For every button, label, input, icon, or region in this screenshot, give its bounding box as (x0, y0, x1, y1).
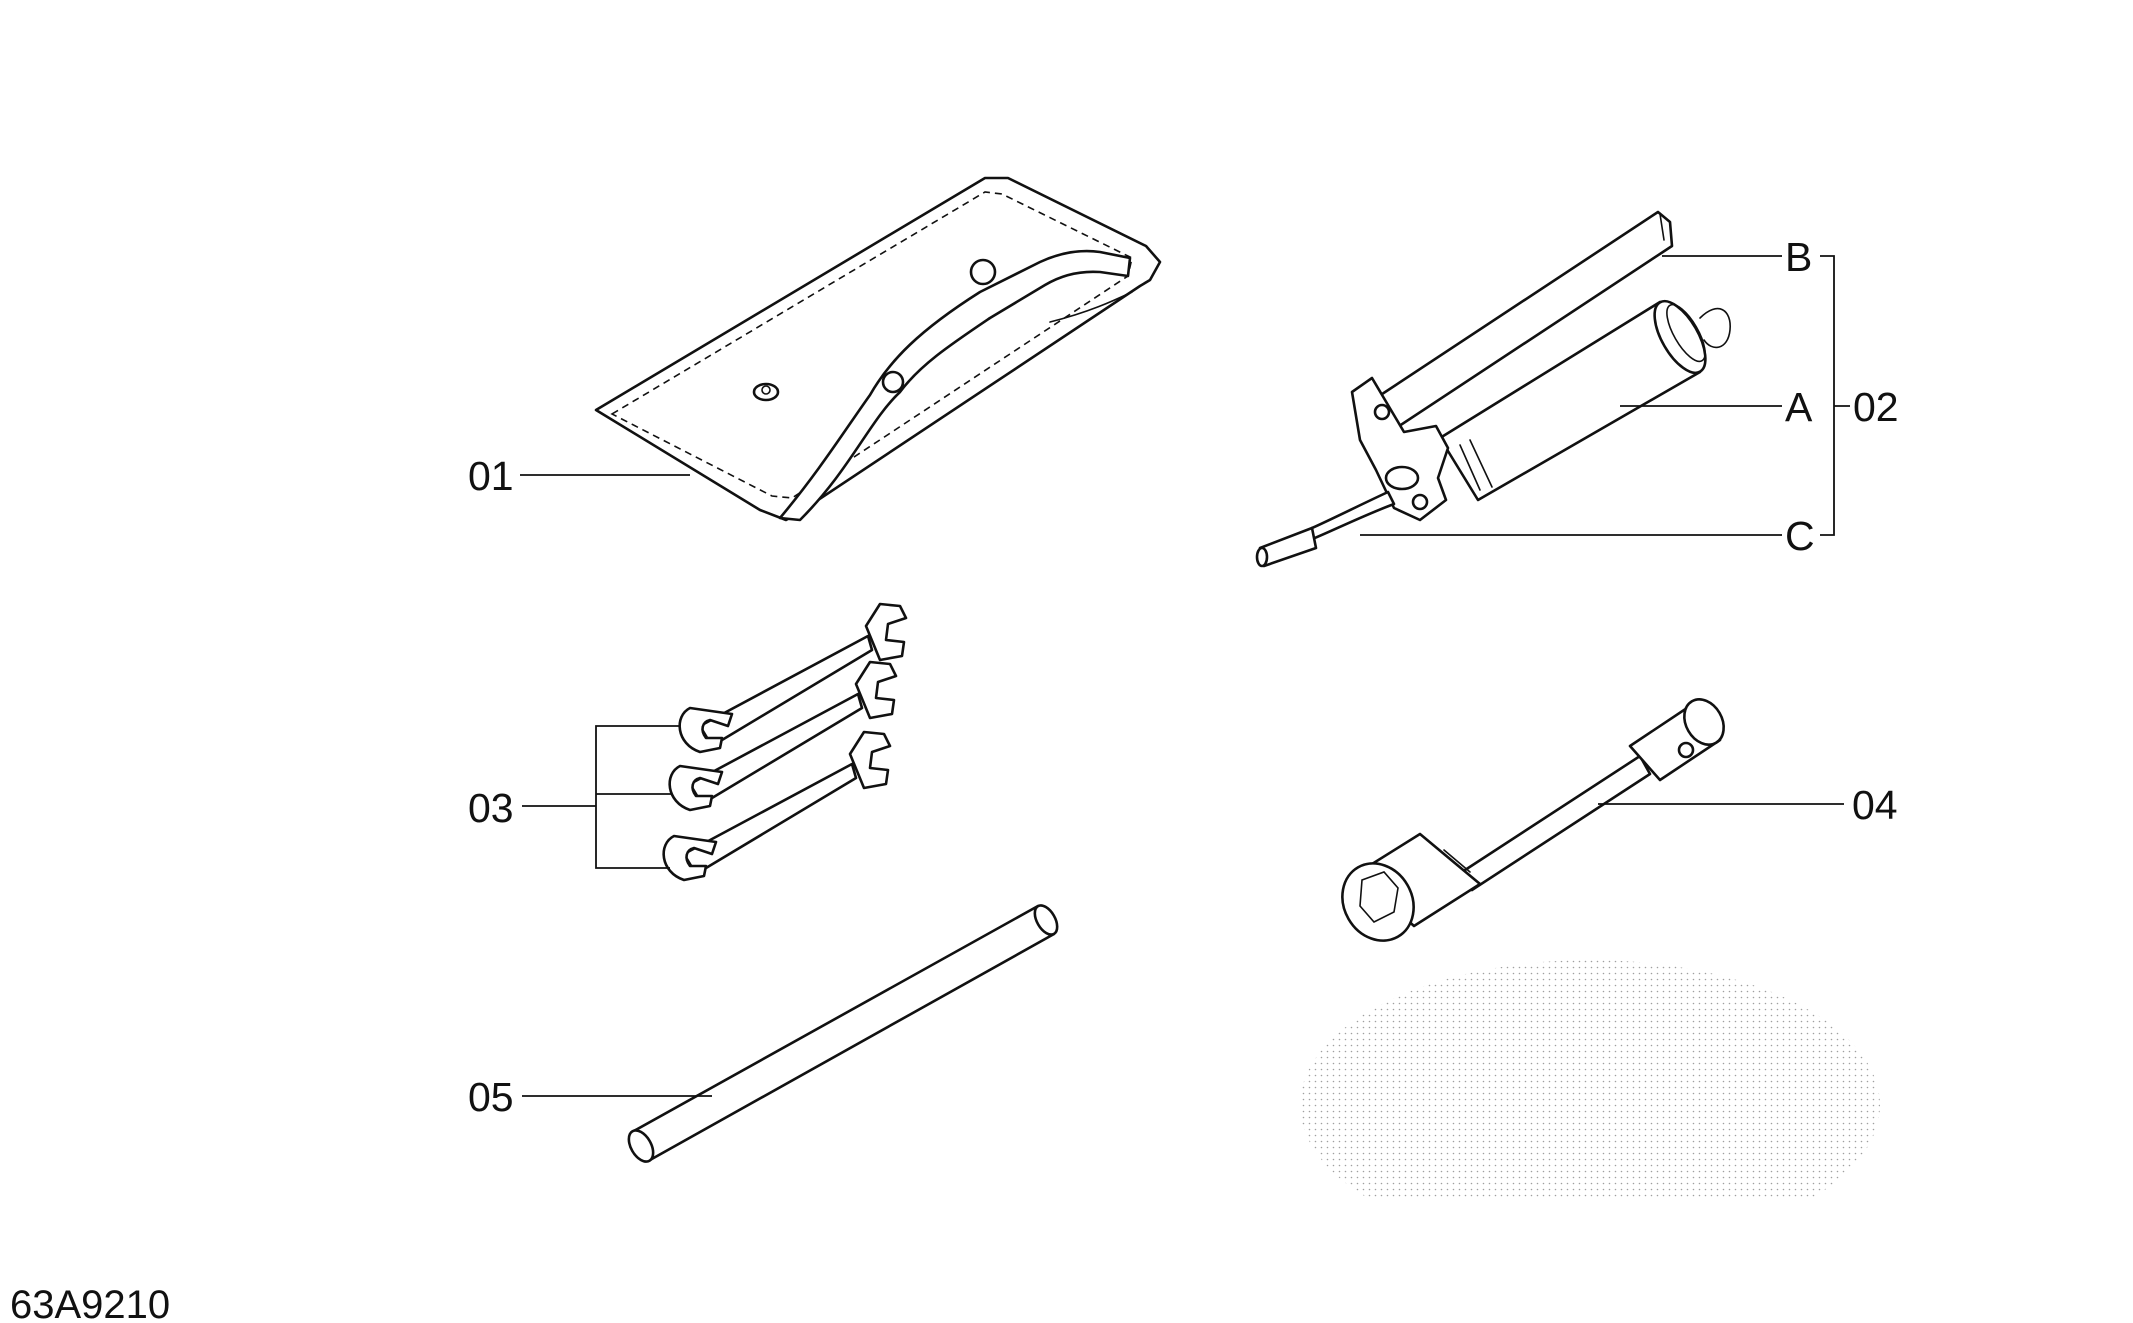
socket-wrench-icon (1341, 698, 1725, 942)
label-03: 03 (468, 785, 514, 831)
label-01: 01 (468, 453, 514, 499)
label-04: 04 (1852, 782, 1898, 828)
bracket-02 (1820, 255, 1850, 536)
label-02: 02 (1853, 384, 1899, 430)
stipple-shading (1300, 960, 1880, 1250)
drawing-code: 63A9210 (10, 1283, 170, 1323)
stipple-mask (1280, 1200, 1920, 1280)
bracket-03 (522, 725, 680, 869)
label-b: B (1785, 234, 1812, 280)
label-c: C (1785, 513, 1815, 559)
tommy-bar-icon (627, 904, 1059, 1163)
label-a: A (1785, 384, 1813, 430)
tool-bag-icon (594, 176, 1162, 522)
open-end-wrench-icon (662, 602, 908, 882)
grease-gun-icon (1255, 210, 1731, 568)
label-05: 05 (468, 1074, 514, 1120)
